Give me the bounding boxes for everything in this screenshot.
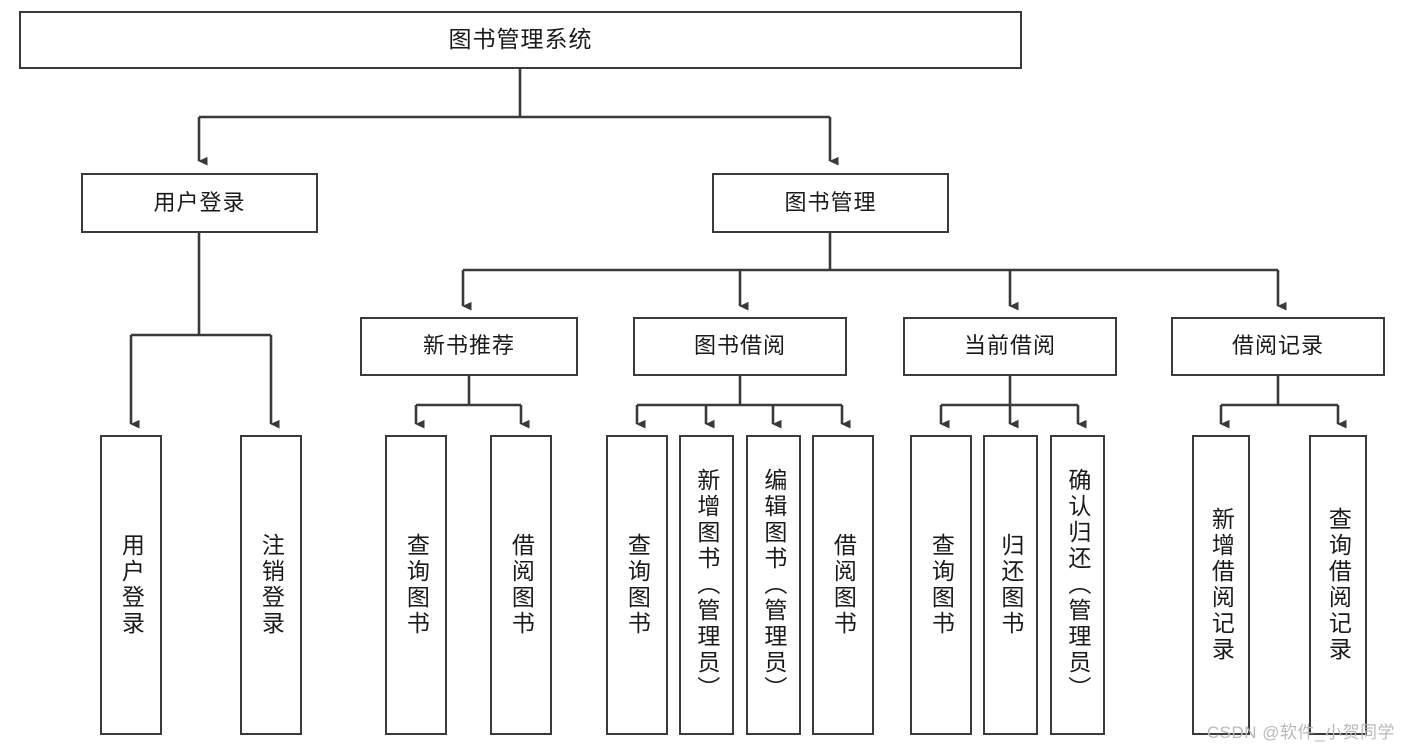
node-label: 新书推荐 [422,333,515,359]
node-leaf-query-borrow-record[interactable]: 查询借阅记录 [1309,435,1367,735]
node-label: 图书管理 [784,189,877,215]
node-label: 新增借阅记录 [1208,507,1235,663]
node-label: 用户登录 [153,189,246,215]
node-current-borrow[interactable]: 当前借阅 [903,317,1117,376]
node-label: 借阅记录 [1231,333,1324,359]
node-book-management[interactable]: 图书管理 [712,173,949,233]
node-label: 查询图书 [403,533,430,637]
node-leaf-add-borrow-record[interactable]: 新增借阅记录 [1192,435,1250,735]
node-borrow-record[interactable]: 借阅记录 [1171,317,1385,376]
node-label: 借阅图书 [508,533,535,637]
node-label: 确认归还（管理员） [1064,468,1091,702]
node-leaf-return-book[interactable]: 归还图书 [983,435,1038,735]
node-leaf-confirm-return-admin[interactable]: 确认归还（管理员） [1050,435,1105,735]
node-leaf-user-logout[interactable]: 注销登录 [240,435,302,735]
node-leaf-user-login[interactable]: 用户登录 [100,435,162,735]
node-leaf-add-book-admin[interactable]: 新增图书（管理员） [679,435,734,735]
node-label: 当前借阅 [963,333,1056,359]
node-label: 图书管理系统 [448,26,593,53]
node-new-book-recommend[interactable]: 新书推荐 [360,317,578,376]
node-label: 借阅图书 [830,533,857,637]
node-label: 查询图书 [928,533,955,637]
node-label: 查询图书 [624,533,651,637]
watermark-text: CSDN @软件_小贺同学 [1206,723,1395,742]
node-label: 用户登录 [118,533,145,637]
node-label: 新增图书（管理员） [693,468,720,702]
node-label: 注销登录 [258,533,285,637]
node-leaf-borrow-book[interactable]: 借阅图书 [812,435,874,735]
node-label: 归还图书 [997,533,1024,637]
node-label: 查询借阅记录 [1325,507,1352,663]
node-leaf-query-book-borrow[interactable]: 查询图书 [606,435,668,735]
node-leaf-query-book-recommend[interactable]: 查询图书 [385,435,447,735]
node-leaf-edit-book-admin[interactable]: 编辑图书（管理员） [746,435,801,735]
node-leaf-query-book-current[interactable]: 查询图书 [910,435,972,735]
node-root-book-management-system[interactable]: 图书管理系统 [19,11,1022,69]
node-label: 图书借阅 [693,333,786,359]
node-user-login[interactable]: 用户登录 [81,173,318,233]
node-label: 编辑图书（管理员） [760,468,787,702]
node-leaf-borrow-book-recommend[interactable]: 借阅图书 [490,435,552,735]
node-book-borrow[interactable]: 图书借阅 [633,317,847,376]
